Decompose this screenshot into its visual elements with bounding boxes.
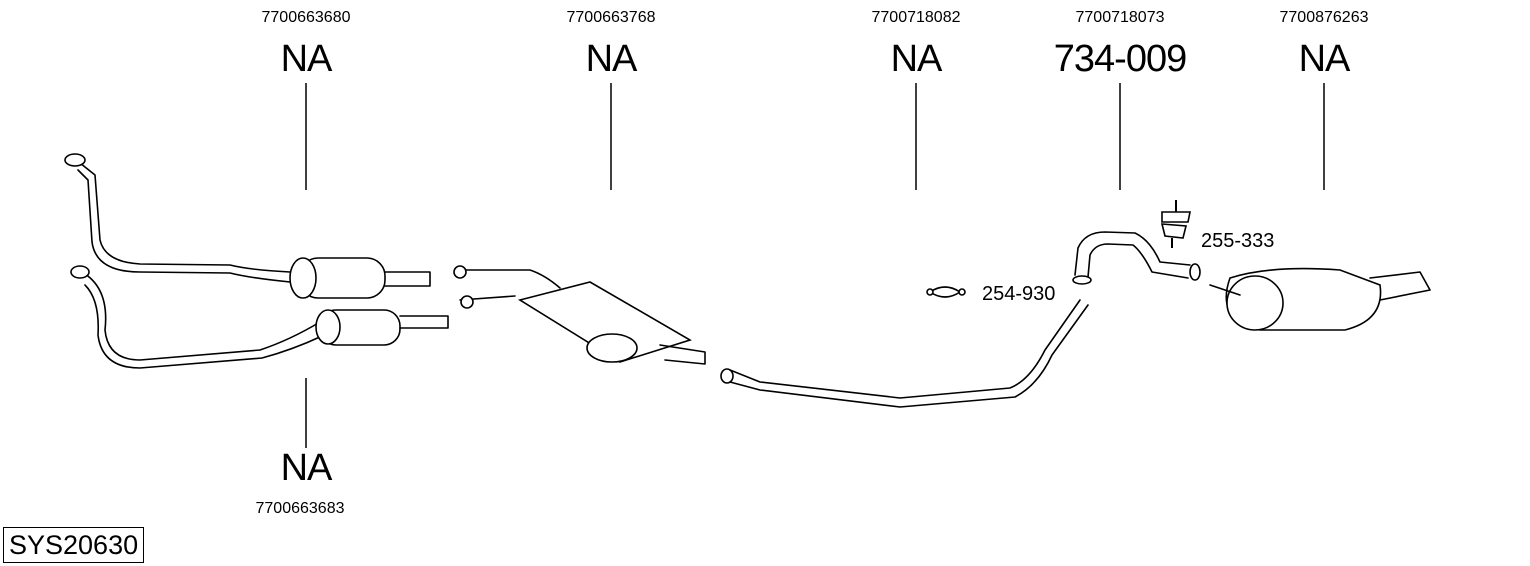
part-number: 734-009 (1053, 38, 1187, 80)
oem-number: 7700663683 (255, 500, 345, 517)
accessory-label: 254-930 (982, 283, 1056, 305)
oem-number: 7700718082 (871, 9, 961, 26)
clamp-icon (926, 286, 966, 298)
oem-number: 7700718073 (1075, 9, 1165, 26)
part-number: NA (280, 447, 333, 489)
oem-number: 7700876263 (1279, 9, 1369, 26)
part-number: NA (585, 38, 638, 80)
oem-number: 7700663680 (261, 9, 351, 26)
part-number: NA (1298, 38, 1351, 80)
leader-lines (305, 83, 1325, 448)
system-id: SYS20630 (3, 527, 145, 563)
front-pipe-upper (64, 153, 431, 299)
part-number: NA (280, 38, 333, 80)
accessory-label: 255-333 (1201, 230, 1275, 252)
rear-connecting-pipe (1072, 231, 1201, 285)
intermediate-pipe (720, 299, 1089, 408)
oem-number: 7700663768 (566, 9, 656, 26)
rear-silencer (1209, 267, 1431, 331)
middle-silencer (453, 265, 706, 365)
part-number: NA (890, 38, 943, 80)
rubber-mount-icon (1160, 200, 1191, 248)
front-pipe-lower (70, 265, 449, 369)
